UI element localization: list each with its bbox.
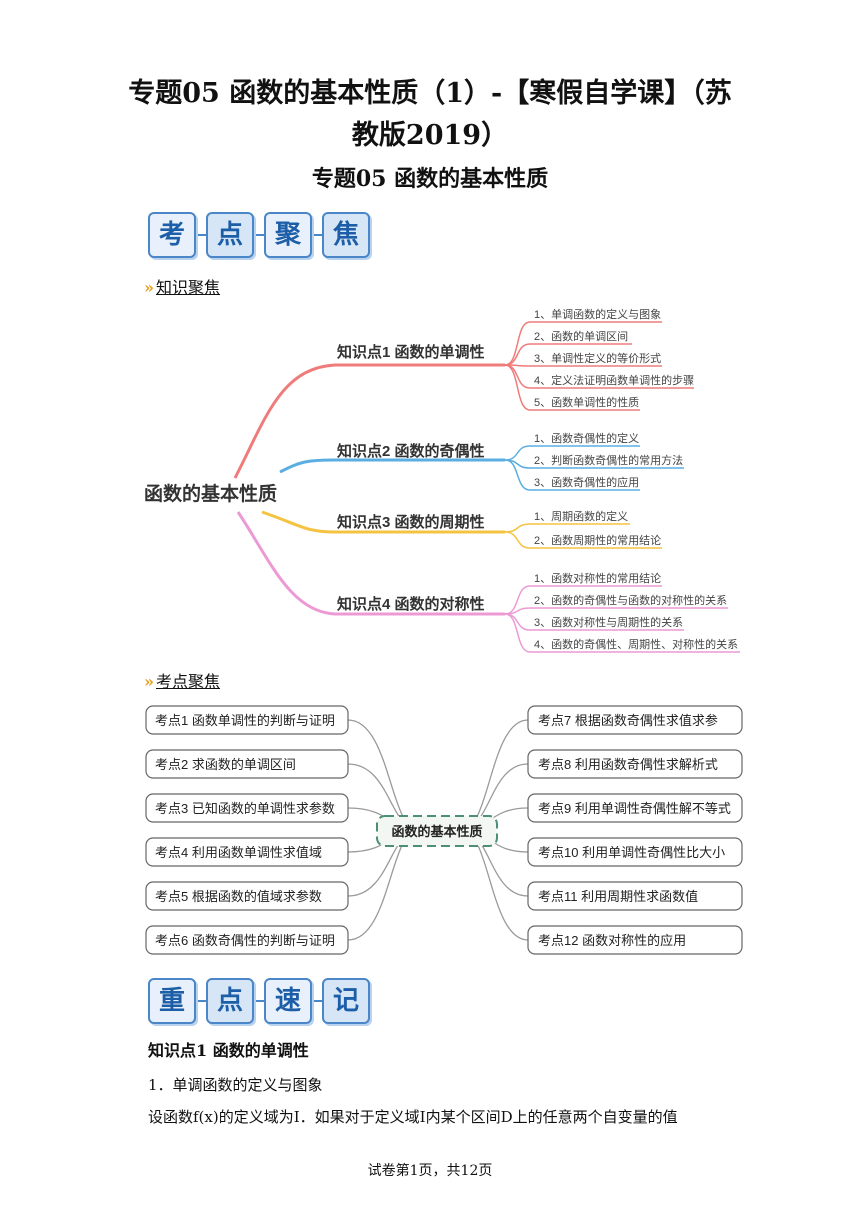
banner-char: 速 [264, 978, 312, 1024]
branch-item: 2、函数的奇偶性与函数的对称性的关系 [534, 593, 727, 607]
exam-point-right: 考点9 利用单调性奇偶性解不等式 [538, 801, 731, 816]
banner-char: 记 [322, 978, 370, 1024]
banner-kaodian-jujiao: 考 点 聚 焦 [148, 212, 370, 258]
branch-label: 知识点1 函数的单调性 [337, 343, 485, 361]
branch-item: 2、函数的单调区间 [534, 329, 628, 343]
page-footer: 试卷第1页，共12页 [367, 1163, 493, 1179]
section-heading: 知识点1 函数的单调性 [148, 1041, 309, 1060]
subsection-title: 1．单调函数的定义与图象 [148, 1076, 323, 1094]
branch-label: 知识点4 函数的对称性 [337, 595, 485, 613]
mindmap-root: 函数的基本性质 [144, 482, 277, 505]
exam-point-left: 考点3 已知函数的单调性求参数 [155, 801, 335, 816]
branch-item: 1、周期函数的定义 [534, 509, 628, 523]
branch-item: 1、函数对称性的常用结论 [534, 571, 661, 585]
banner-char: 点 [206, 978, 254, 1024]
branch-item: 1、函数奇偶性的定义 [534, 431, 639, 445]
exam-point-left: 考点4 利用函数单调性求值域 [155, 845, 322, 860]
banner-zhongdian-suji: 重 点 速 记 [148, 978, 370, 1024]
banner-char: 焦 [322, 212, 370, 258]
branch-item: 2、判断函数奇偶性的常用方法 [534, 453, 683, 467]
document-title-line1: 专题05 函数的基本性质（1）-【寒假自学课】（苏 [128, 78, 732, 109]
branch-item: 3、单调性定义的等价形式 [534, 351, 661, 365]
branch-item: 3、函数对称性与周期性的关系 [534, 615, 683, 629]
document-title-line2: 教版2019） [351, 120, 509, 151]
exam-mindmap-center: 函数的基本性质 [391, 824, 482, 839]
exam-point-left: 考点1 函数单调性的判断与证明 [155, 713, 335, 728]
branch-item: 4、函数的奇偶性、周期性、对称性的关系 [534, 637, 738, 651]
exam-point-right: 考点8 利用函数奇偶性求解析式 [538, 757, 718, 772]
branch-item: 3、函数奇偶性的应用 [534, 475, 639, 489]
exam-point-right: 考点10 利用单调性奇偶性比大小 [538, 845, 725, 860]
exam-point-left: 考点5 根据函数的值域求参数 [155, 889, 322, 904]
exam-point-left: 考点2 求函数的单调区间 [155, 757, 296, 772]
branch-item: 5、函数单调性的性质 [534, 395, 639, 409]
banner-char: 聚 [264, 212, 312, 258]
branch-item: 2、函数周期性的常用结论 [534, 533, 661, 547]
section-label-kaodian: »考点聚焦 [144, 672, 221, 691]
branch-label: 知识点3 函数的周期性 [337, 513, 485, 531]
section-label-zhishi: »知识聚焦 [144, 278, 221, 297]
exam-point-right: 考点7 根据函数奇偶性求值求参 [538, 713, 718, 728]
banner-char: 点 [206, 212, 254, 258]
exam-point-left: 考点6 函数奇偶性的判断与证明 [155, 933, 335, 948]
double-chevron-icon: » [144, 672, 154, 691]
banner-char: 重 [148, 978, 196, 1024]
branch-item: 4、定义法证明函数单调性的步骤 [534, 373, 694, 387]
exam-point-right: 考点11 利用周期性求函数值 [538, 889, 698, 904]
exam-point-right: 考点12 函数对称性的应用 [538, 933, 686, 948]
double-chevron-icon: » [144, 278, 154, 297]
banner-char: 考 [148, 212, 196, 258]
paragraph: 设函数f(x)的定义域为I．如果对于定义域I内某个区间D上的任意两个自变量的值 [148, 1108, 678, 1126]
branch-item: 1、单调函数的定义与图象 [534, 307, 661, 321]
document-subtitle: 专题05 函数的基本性质 [311, 166, 549, 192]
branch-label: 知识点2 函数的奇偶性 [337, 442, 485, 460]
